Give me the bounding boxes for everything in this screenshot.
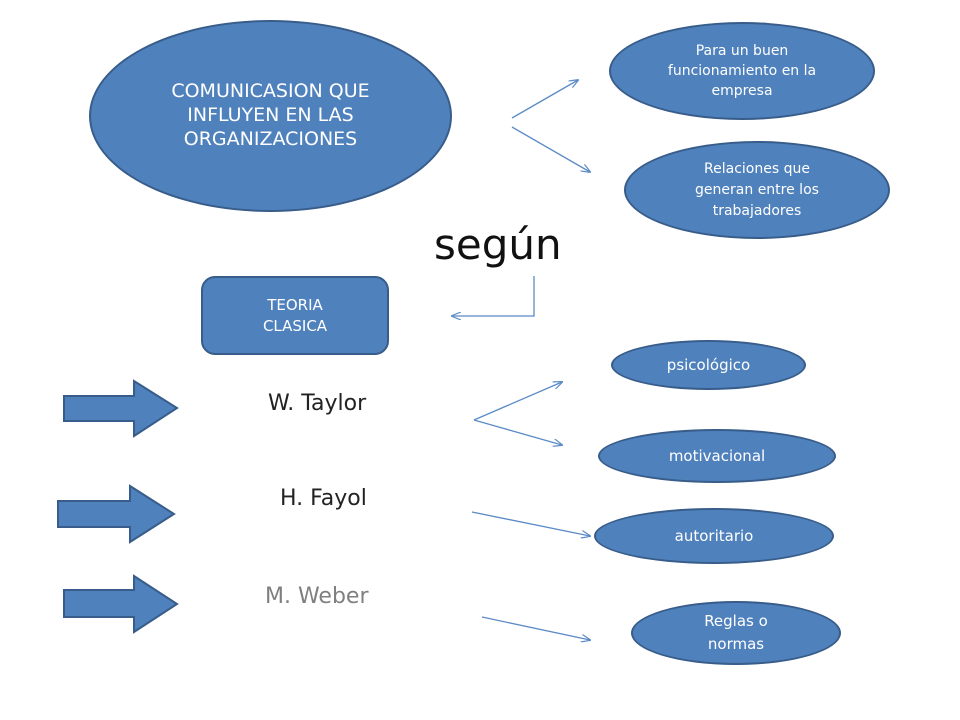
trait-text-reglas: Reglas o normas: [704, 611, 768, 653]
trait-psicologico: psicológico: [611, 340, 806, 390]
arrow-to-autoritario: [471, 511, 590, 536]
block-arrow-weber: [63, 574, 179, 634]
trait-text-psicologico: psicológico: [666, 356, 751, 374]
arrow-to-reglas: [481, 616, 590, 640]
theory-box: TEORIA CLASICA: [201, 276, 389, 355]
connector-word: según: [434, 220, 562, 269]
theory-text: TEORIA CLASICA: [262, 295, 328, 335]
arrow-to-motivacional: [473, 419, 562, 445]
block-arrow-fayol: [57, 484, 176, 544]
purpose-ellipse-1: Para un buen funcionamiento en la empres…: [609, 22, 875, 120]
author-fayol: H. Fayol: [280, 486, 367, 511]
trait-text-motivacional: motivacional: [668, 447, 766, 465]
arrow-to-purpose-2: [511, 126, 590, 172]
trait-motivacional: motivacional: [598, 429, 836, 483]
trait-autoritario: autoritario: [594, 508, 834, 564]
main-topic-ellipse: COMUNICASION QUE INFLUYEN EN LAS ORGANIZ…: [89, 20, 452, 212]
purpose-text-2: Relaciones que generan entre los trabaja…: [695, 160, 819, 219]
block-arrow-taylor: [63, 379, 179, 438]
author-taylor: W. Taylor: [268, 391, 367, 416]
trait-reglas: Reglas o normas: [631, 601, 841, 665]
arrow-to-purpose-1: [511, 80, 578, 119]
trait-text-autoritario: autoritario: [674, 527, 754, 545]
main-topic-text: COMUNICASION QUE INFLUYEN EN LAS ORGANIZ…: [171, 80, 370, 150]
purpose-ellipse-2: Relaciones que generan entre los trabaja…: [624, 141, 890, 239]
purpose-text-1: Para un buen funcionamiento en la empres…: [667, 42, 817, 100]
elbow-arrow-to-theory: [452, 276, 535, 316]
author-weber: M. Weber: [265, 584, 369, 609]
arrow-to-psicologico: [473, 382, 562, 421]
